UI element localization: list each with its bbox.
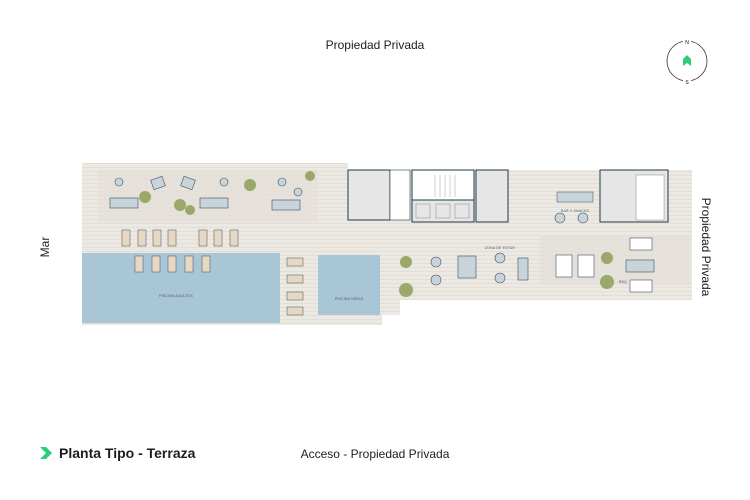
adult-pool-label: PISCINA ADULTOS	[159, 294, 193, 298]
compass-north: N	[685, 40, 689, 46]
lounge-label: ZONA DE ESTAR	[485, 246, 516, 250]
adult-pool	[82, 253, 280, 323]
compass-south: S	[685, 80, 689, 84]
dining-sets	[109, 175, 303, 211]
plan-title-text: Planta Tipo - Terraza	[59, 445, 196, 461]
chevron-icon	[40, 447, 52, 459]
pergola-area	[98, 170, 318, 222]
kids-pool	[318, 255, 380, 315]
access-label: Acceso - Propiedad Privada	[300, 447, 450, 461]
plants	[139, 171, 614, 297]
sun-loungers	[121, 229, 304, 316]
kids-pool-label: PISCINA NIÑOS	[335, 296, 364, 301]
bar-label: BAR Y SNACKS	[561, 209, 590, 213]
lounge-furniture	[430, 212, 655, 293]
bbq-label: BBQ	[619, 280, 627, 284]
compass-icon: N S	[666, 38, 708, 84]
building-core: BAR Y SNACKS	[347, 169, 669, 223]
plan-title: Planta Tipo - Terraza	[40, 445, 195, 461]
north-boundary-label: Propiedad Privada	[325, 38, 425, 52]
